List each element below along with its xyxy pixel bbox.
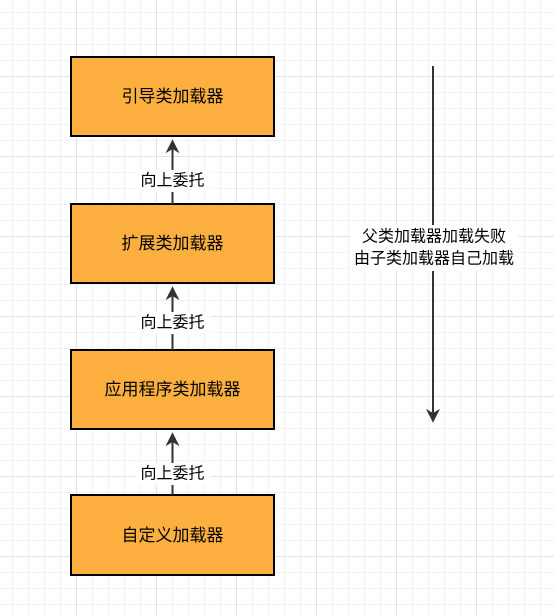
fallback-note-line-2: 由子类加载器自己加载	[354, 249, 514, 268]
delegation-edge-label: 向上委托	[140, 171, 204, 190]
extension-loader-node: 扩展类加载器	[70, 203, 275, 284]
delegation-edge-1: 向上委托	[135, 139, 211, 204]
delegation-edge-2: 向上委托	[135, 286, 211, 350]
fallback-flow: 父类加载器加载失败 由子类加载器自己加载	[350, 66, 518, 423]
edge-label-background	[135, 170, 211, 192]
application-loader-node: 应用程序类加载器	[70, 349, 275, 430]
edge-label-background	[135, 463, 211, 485]
extension-loader-box	[70, 203, 275, 284]
extension-loader-label: 扩展类加载器	[122, 234, 224, 254]
delegation-edge-label: 向上委托	[140, 313, 204, 332]
application-loader-label: 应用程序类加载器	[105, 380, 241, 400]
fallback-note-line-1: 父类加载器加载失败	[362, 227, 506, 246]
custom-loader-box	[70, 494, 275, 576]
delegation-edge-label: 向上委托	[140, 464, 204, 483]
custom-loader-label: 自定义加载器	[122, 526, 224, 546]
bootstrap-loader-box	[70, 56, 275, 137]
custom-loader-node: 自定义加载器	[70, 494, 275, 576]
note-background	[350, 225, 518, 271]
bootstrap-loader-node: 引导类加载器	[70, 56, 275, 137]
bootstrap-loader-label: 引导类加载器	[122, 87, 224, 107]
delegation-edge-3: 向上委托	[135, 432, 211, 495]
edge-label-background	[135, 312, 211, 334]
